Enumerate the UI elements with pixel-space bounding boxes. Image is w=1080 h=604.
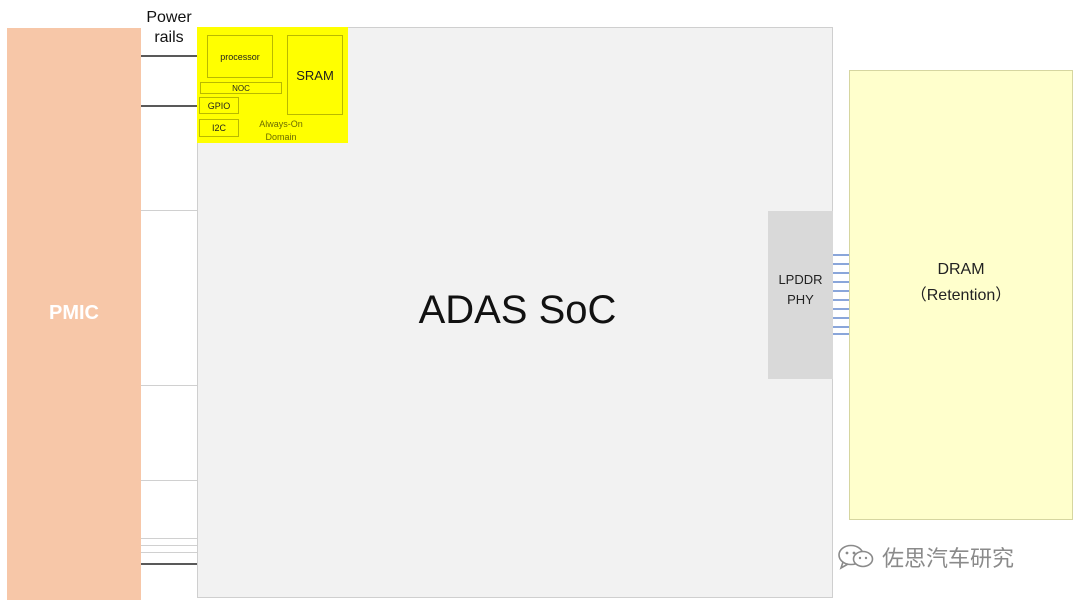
power-rails-label: Power rails (146, 9, 192, 46)
dram-block: DRAM （Retention） (849, 70, 1073, 520)
pmic-label: PMIC (49, 301, 99, 324)
gpio-block: GPIO (199, 97, 239, 114)
always-on-domain-label: Always-On Domain (259, 119, 303, 142)
soc-title: ADAS SoC (418, 288, 617, 332)
noc-block: NOC (200, 82, 282, 94)
pmic-block: PMIC (7, 28, 141, 600)
dram-label: DRAM （Retention） (910, 261, 1012, 304)
processor-block: processor (207, 35, 273, 78)
lpddr-phy-block: LPDDR PHY (768, 211, 833, 379)
watermark: 佐思汽车研究 (836, 541, 1056, 573)
i2c-block: I2C (199, 119, 239, 137)
lpddr-signal-lines (833, 254, 851, 335)
lpddr-phy-label: LPDDR PHY (778, 272, 823, 307)
wechat-icon (838, 544, 874, 570)
watermark-text: 佐思汽车研究 (882, 547, 1015, 572)
sram-block: SRAM (287, 35, 343, 115)
